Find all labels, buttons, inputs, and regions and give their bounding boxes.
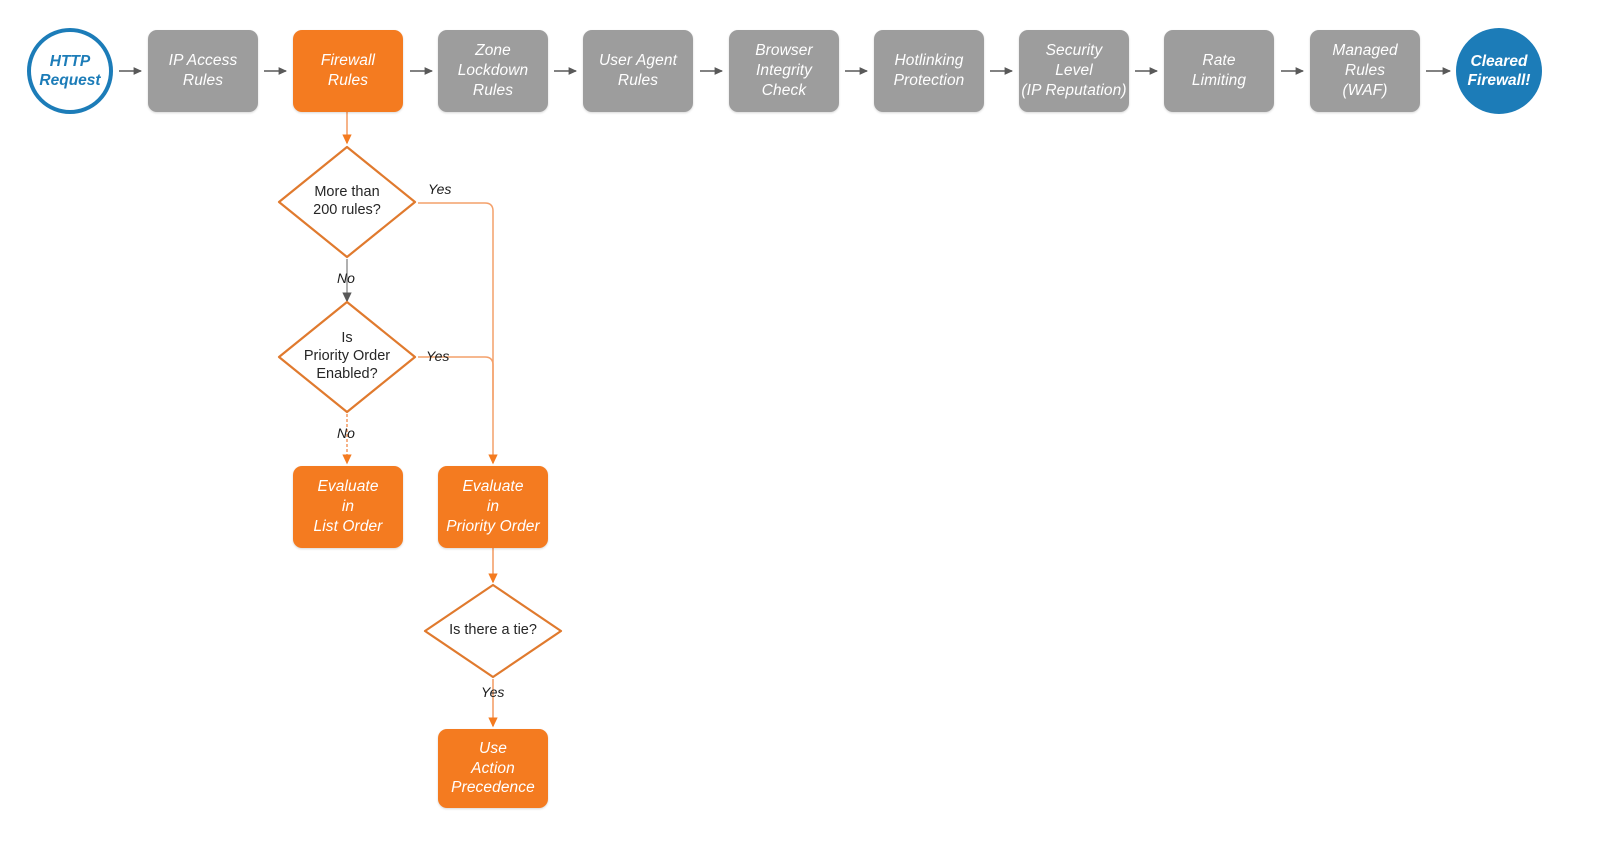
step-firewall-rules[interactable]: Firewall Rules xyxy=(293,30,403,112)
step-label: Browser Integrity Check xyxy=(755,42,813,99)
step-label: Managed Rules (WAF) xyxy=(1332,42,1398,99)
start-node-label: HTTP Request xyxy=(39,52,101,89)
outcome-evaluate-list-order[interactable]: Evaluate in List Order xyxy=(293,466,403,548)
step-zone-lockdown-rules[interactable]: Zone Lockdown Rules xyxy=(438,30,548,112)
step-label: Rate Limiting xyxy=(1191,52,1247,89)
step-label: Zone Lockdown Rules xyxy=(457,42,529,99)
step-label: IP Access Rules xyxy=(168,52,238,89)
decision-label: Is there a tie? xyxy=(449,622,537,639)
outcome-label: Use Action Precedence xyxy=(451,739,535,797)
outcome-use-action-precedence[interactable]: Use Action Precedence xyxy=(438,729,548,808)
outcome-evaluate-priority-order[interactable]: Evaluate in Priority Order xyxy=(438,466,548,548)
step-managed-rules-waf[interactable]: Managed Rules (WAF) xyxy=(1310,30,1420,112)
step-label: Firewall Rules xyxy=(320,52,376,89)
edge-label-rule-count-no: No xyxy=(337,270,355,286)
step-label: Security Level (IP Reputation) xyxy=(1021,42,1127,99)
outcome-label: Evaluate in List Order xyxy=(313,478,383,535)
edge-label-tie-yes: Yes xyxy=(481,684,505,700)
step-user-agent-rules[interactable]: User Agent Rules xyxy=(583,30,693,112)
decision-rule-count[interactable]: More than 200 rules? xyxy=(277,145,417,259)
decision-priority-order[interactable]: Is Priority Order Enabled? xyxy=(277,300,417,414)
diamond-shape xyxy=(277,145,417,259)
diamond-shape xyxy=(277,300,417,414)
step-rate-limiting[interactable]: Rate Limiting xyxy=(1164,30,1274,112)
diamond-shape xyxy=(423,583,563,679)
step-browser-integrity-check[interactable]: Browser Integrity Check xyxy=(729,30,839,112)
edge-label-rule-count-yes: Yes xyxy=(428,181,452,197)
outcome-label: Evaluate in Priority Order xyxy=(446,478,540,535)
edge-label-priority-no: No xyxy=(337,425,355,441)
decision-label: Is Priority Order Enabled? xyxy=(303,330,391,382)
step-ip-access-rules[interactable]: IP Access Rules xyxy=(148,30,258,112)
step-label: User Agent Rules xyxy=(599,52,677,89)
step-security-level[interactable]: Security Level (IP Reputation) xyxy=(1019,30,1129,112)
end-node-label: Cleared Firewall! xyxy=(1467,52,1531,89)
decision-label: More than 200 rules? xyxy=(313,184,381,218)
step-label: Hotlinking Protection xyxy=(893,52,965,89)
end-node-cleared-firewall[interactable]: Cleared Firewall! xyxy=(1456,28,1542,114)
step-hotlinking-protection[interactable]: Hotlinking Protection xyxy=(874,30,984,112)
decision-tie-check[interactable]: Is there a tie? xyxy=(423,583,563,679)
edge-label-priority-yes: Yes xyxy=(426,348,450,364)
start-node-http-request[interactable]: HTTP Request xyxy=(27,28,113,114)
